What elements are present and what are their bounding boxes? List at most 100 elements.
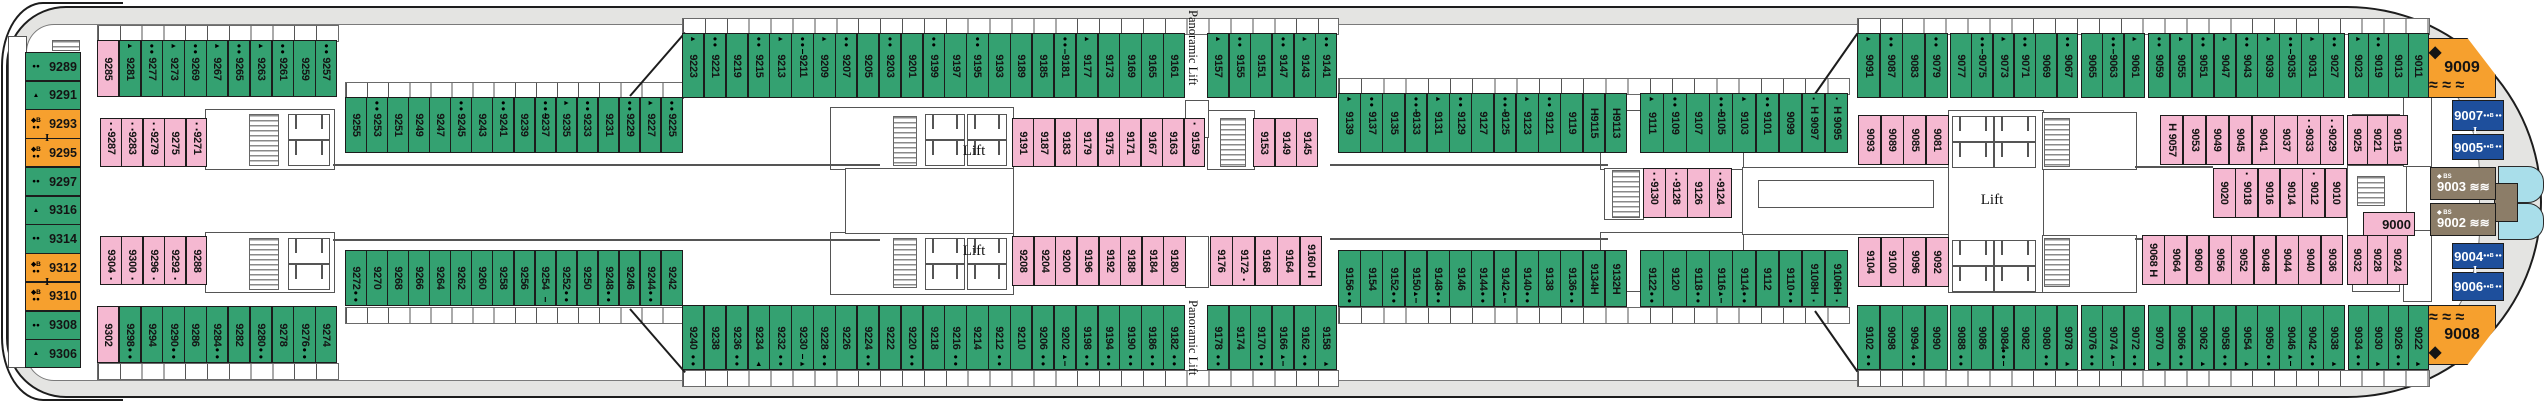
- cabin-9204[interactable]: 9204: [1033, 236, 1056, 286]
- cabin-9238[interactable]: 9238: [703, 305, 727, 370]
- cabin-9035[interactable]: 9035● ● I: [2279, 33, 2302, 98]
- cabin-9013[interactable]: 9013: [2388, 33, 2409, 98]
- cabin-9050[interactable]: 9050● ●: [2257, 305, 2280, 370]
- cabin-9062[interactable]: 9062▸: [2191, 305, 2215, 370]
- cabin-9134H[interactable]: 9134H: [1582, 250, 1606, 307]
- cabin-9120[interactable]: 9120: [1663, 250, 1687, 307]
- cabin-9251[interactable]: 9251: [387, 97, 409, 153]
- cabin-9052[interactable]: 9052: [2231, 235, 2255, 285]
- cabin-9174[interactable]: 9174: [1228, 305, 1251, 370]
- cabin-9075[interactable]: 9075● ● I: [1971, 33, 1994, 98]
- cabin-9212[interactable]: 9212● ●: [988, 305, 1011, 370]
- cabin-9183[interactable]: 9183: [1054, 118, 1077, 167]
- cabin-9269[interactable]: 9269● ●: [184, 40, 207, 97]
- cabin-9314[interactable]: ●●9314: [25, 224, 81, 254]
- cabin-9199[interactable]: 9199● ●: [922, 33, 945, 98]
- cabin-9143[interactable]: 9143▸: [1293, 33, 1316, 98]
- cabin-9148[interactable]: 9148● ●: [1426, 250, 1450, 307]
- cabin-9046[interactable]: 9046▸ I: [2279, 305, 2302, 370]
- cabin-9031[interactable]: 9031▸: [2301, 33, 2324, 98]
- cabin-9233[interactable]: 9233● ●: [576, 97, 599, 153]
- cabin-9182[interactable]: 9182● ●: [1163, 305, 1186, 370]
- cabin-9032[interactable]: 9032: [2347, 235, 2368, 285]
- cabin-9027[interactable]: 9027● ●: [2323, 33, 2346, 98]
- cabin-9228[interactable]: 9228● ●: [813, 305, 836, 370]
- cabin-9207[interactable]: 9207● ●: [835, 33, 858, 98]
- cabin-9187[interactable]: 9187: [1033, 118, 1056, 167]
- cabin-9145[interactable]: 9145: [1296, 118, 1319, 167]
- cabin-9128[interactable]: 9128▪ ▪: [1665, 168, 1688, 218]
- cabin-9231[interactable]: 9231: [597, 97, 620, 153]
- cabin-9125[interactable]: 9125● ● I: [1493, 93, 1517, 153]
- cabin-9272[interactable]: 9272● ●: [345, 250, 367, 306]
- cabin-9241[interactable]: 9241● ●: [492, 97, 514, 153]
- cabin-9105[interactable]: 9105● ● I: [1709, 93, 1733, 153]
- cabin-9131[interactable]: 9131▸: [1426, 93, 1450, 153]
- cabin-9179[interactable]: 9179: [1076, 118, 1099, 167]
- cabin-9170[interactable]: 9170● ●: [1250, 305, 1273, 370]
- cabin-9273[interactable]: 9273▸: [162, 40, 185, 97]
- cabin-9107[interactable]: 9107: [1686, 93, 1710, 153]
- cabin-H9115[interactable]: H9115: [1582, 93, 1606, 153]
- cabin-9022[interactable]: 9022▸: [2408, 305, 2429, 370]
- cabin-9055[interactable]: 9055▸: [2169, 33, 2193, 98]
- cabin-9267[interactable]: 9267▸: [206, 40, 229, 97]
- cabin-9101[interactable]: 9101● ●: [1755, 93, 1780, 153]
- cabin-9133[interactable]: 9133● ● I: [1404, 93, 1428, 153]
- cabin-9149[interactable]: 9149: [1274, 118, 1297, 167]
- cabin-9108H[interactable]: 9108H▪: [1801, 250, 1826, 307]
- cabin-9118[interactable]: 9118● ●: [1686, 250, 1710, 307]
- cabin-9306[interactable]: ▲9306: [25, 339, 81, 369]
- cabin-9287[interactable]: 9287▪ ▪: [100, 118, 122, 167]
- cabin-9226[interactable]: 9226: [835, 305, 858, 370]
- cabin-9147[interactable]: 9147● ●: [1272, 33, 1295, 98]
- cabin-9094[interactable]: 9094● ●: [1902, 305, 1925, 370]
- cabin-9298[interactable]: 9298● ●: [118, 306, 142, 363]
- cabin-9250[interactable]: 9250: [576, 250, 599, 306]
- cabin-9132H[interactable]: 9132H: [1604, 250, 1628, 307]
- cabin-9283[interactable]: 9283▪ ▪: [121, 118, 144, 167]
- cabin-9237[interactable]: 9237● ● I: [534, 97, 557, 153]
- cabin-9221[interactable]: 9221● ●: [703, 33, 727, 98]
- cabin-9225[interactable]: 9225● ●: [660, 97, 683, 153]
- cabin-9037[interactable]: 9037: [2274, 115, 2298, 165]
- cabin-9213[interactable]: 9213▸: [769, 33, 792, 98]
- cabin-9163[interactable]: 9163: [1162, 118, 1185, 167]
- cabin-9116[interactable]: 9116▸ I: [1709, 250, 1733, 307]
- cabin-9049[interactable]: 9049: [2205, 115, 2230, 165]
- cabin-9166[interactable]: 9166▸ I: [1272, 305, 1295, 370]
- cabin-9068H[interactable]: 9068 H: [2142, 235, 2165, 285]
- cabin-9019[interactable]: 9019● ●: [2368, 33, 2389, 98]
- cabin-9270[interactable]: 9270: [366, 250, 388, 306]
- cabin-9135[interactable]: 9135: [1382, 93, 1406, 153]
- cabin-9197[interactable]: 9197: [944, 33, 967, 98]
- cabin-9102[interactable]: 9102● ●: [1857, 305, 1880, 370]
- cabin-9220[interactable]: 9220● ●: [900, 305, 924, 370]
- cabin-9103[interactable]: 9103▸: [1732, 93, 1757, 153]
- cabin-9091[interactable]: 9091▸: [1857, 33, 1880, 98]
- cabin-9206[interactable]: 9206● ●: [1031, 305, 1055, 370]
- cabin-H9113[interactable]: H9113: [1604, 93, 1628, 153]
- cabin-9030[interactable]: 9030▸: [2368, 305, 2389, 370]
- cabin-9026[interactable]: 9026● ●: [2388, 305, 2409, 370]
- cabin-9281[interactable]: 9281▸: [118, 40, 142, 97]
- cabin-9261[interactable]: 9261● ●: [271, 40, 294, 97]
- cabin-9211[interactable]: 9211● ● I: [791, 33, 814, 98]
- cabin-9169[interactable]: 9169: [1119, 33, 1142, 98]
- cabin-9087[interactable]: 9087● ●: [1879, 33, 1903, 98]
- cabin-9040[interactable]: 9040: [2298, 235, 2322, 285]
- cabin-9201[interactable]: 9201: [900, 33, 924, 98]
- cabin-9200[interactable]: 9200: [1055, 236, 1078, 286]
- cabin-9039[interactable]: 9039▸: [2257, 33, 2280, 98]
- cabin-9122[interactable]: 9122● ●: [1640, 250, 1664, 307]
- cabin-9058[interactable]: 9058● ●: [2213, 305, 2237, 370]
- cabin-9162[interactable]: 9162● ●: [1293, 305, 1316, 370]
- cabin-9219[interactable]: 9219: [725, 33, 749, 98]
- cabin-9048[interactable]: 9048: [2253, 235, 2277, 285]
- cabin-9235[interactable]: 9235▸: [555, 97, 578, 153]
- cabin-9139[interactable]: 9139▸: [1338, 93, 1361, 153]
- cabin-9127[interactable]: 9127: [1471, 93, 1495, 153]
- cabin-9262[interactable]: 9262: [450, 250, 472, 306]
- cabin-9232[interactable]: 9232● ●: [769, 305, 792, 370]
- cabin-9264[interactable]: 9264: [429, 250, 451, 306]
